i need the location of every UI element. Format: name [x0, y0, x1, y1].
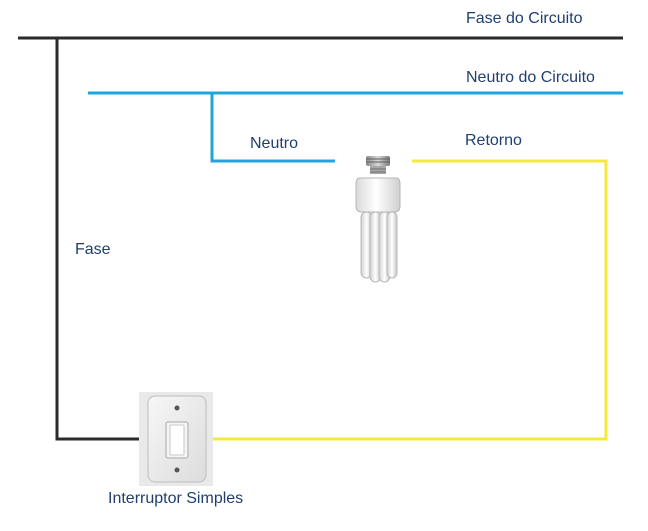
interruptor-label: Interruptor Simples	[108, 490, 244, 507]
fase-drop-wire	[55, 38, 150, 441]
neutro-circuito-label: Neutro do Circuito	[466, 69, 595, 86]
fase-wire	[18, 36, 623, 441]
neutro-wire	[88, 91, 623, 163]
retorno-label: Retorno	[465, 132, 522, 149]
neutro-label: Neutro	[250, 135, 299, 152]
wall-switch-icon[interactable]	[139, 392, 213, 486]
fase-circuito-label: Fase do Circuito	[466, 10, 583, 27]
retorno-wire	[212, 159, 608, 441]
cfl-bulb-icon	[355, 156, 401, 283]
neutro-lamp-wire	[210, 93, 335, 163]
fase-label: Fase	[75, 241, 111, 258]
